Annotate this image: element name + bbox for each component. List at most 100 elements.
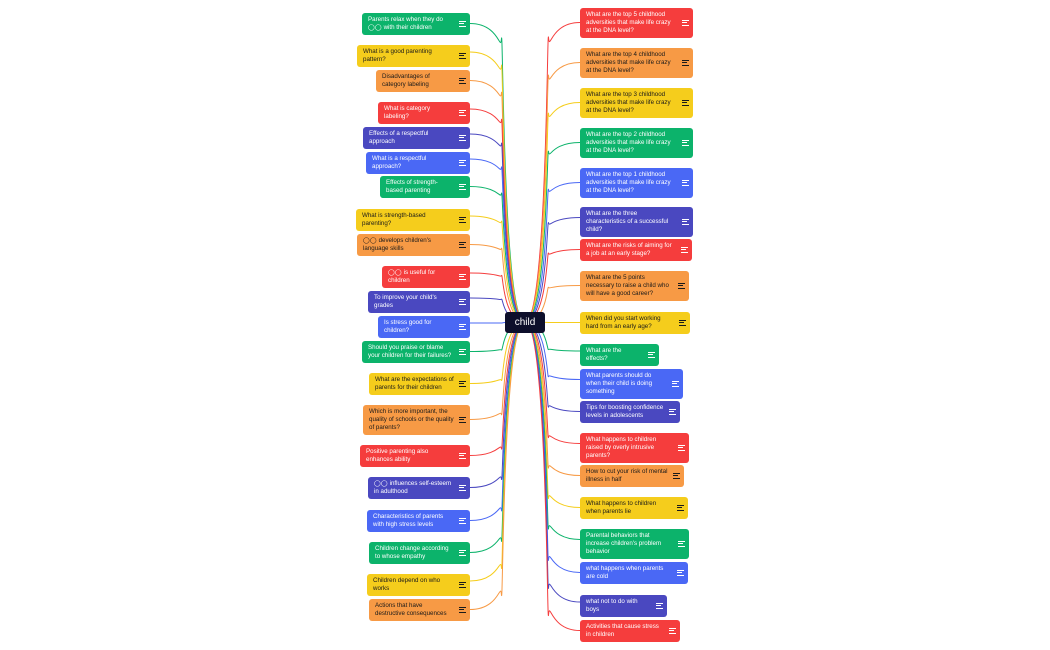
- note-icon[interactable]: [682, 100, 689, 106]
- note-icon[interactable]: [678, 283, 685, 289]
- topic-tips-for-boosting-confidence-levels-in-a[interactable]: Tips for boosting confidence levels in a…: [580, 401, 680, 423]
- note-icon[interactable]: [648, 352, 655, 358]
- root-topic[interactable]: child: [505, 312, 545, 333]
- topic-what-are-the-5-points-necessary-to-raise[interactable]: What are the 5 points necessary to raise…: [580, 271, 689, 301]
- topic-what-are-the-expectations-of-parents-for[interactable]: What are the expectations of parents for…: [369, 373, 470, 395]
- note-icon[interactable]: [679, 320, 686, 326]
- topic-develops-children-s-language-skills[interactable]: ◯◯ develops children's language skills: [357, 234, 470, 256]
- note-icon[interactable]: [673, 473, 680, 479]
- note-icon[interactable]: [656, 603, 663, 609]
- note-icon[interactable]: [678, 445, 685, 451]
- right-connector-5: [524, 182, 581, 323]
- topic-label: Is stress good for children?: [384, 319, 432, 334]
- topic-what-are-the-top-5-childhood-adversities[interactable]: What are the top 5 childhood adversities…: [580, 8, 693, 38]
- topic-is-useful-for-children[interactable]: ◯◯ is useful for children: [382, 266, 470, 288]
- note-icon[interactable]: [459, 184, 466, 190]
- note-icon[interactable]: [459, 485, 466, 491]
- topic-what-is-a-respectful-approach[interactable]: What is a respectful approach?: [366, 152, 470, 174]
- topic-label: Actions that have destructive consequenc…: [375, 602, 447, 617]
- topic-actions-that-have-destructive-consequenc[interactable]: Actions that have destructive consequenc…: [369, 599, 470, 621]
- topic-what-are-the-three-characteristics-of-a-[interactable]: What are the three characteristics of a …: [580, 207, 693, 237]
- topic-what-happens-to-children-when-parents-li[interactable]: What happens to children when parents li…: [580, 497, 688, 519]
- note-icon[interactable]: [459, 217, 466, 223]
- note-icon[interactable]: [459, 21, 466, 27]
- note-icon[interactable]: [677, 505, 684, 511]
- topic-activities-that-cause-stress-in-children[interactable]: Activities that cause stress in children: [580, 620, 680, 642]
- note-icon[interactable]: [459, 135, 466, 141]
- note-icon[interactable]: [459, 78, 466, 84]
- note-icon[interactable]: [459, 242, 466, 248]
- topic-should-you-praise-or-blame-your-children[interactable]: Should you praise or blame your children…: [362, 341, 470, 363]
- note-icon[interactable]: [459, 274, 466, 280]
- topic-children-depend-on-who-works[interactable]: Children depend on who works: [367, 574, 470, 596]
- topic-children-change-according-to-whose-empat[interactable]: Children change according to whose empat…: [369, 542, 470, 564]
- topic-label: what happens when parents are cold: [586, 565, 664, 580]
- note-icon[interactable]: [682, 140, 689, 146]
- right-connector-2: [524, 62, 581, 323]
- topic-what-is-a-good-parenting-pattern[interactable]: What is a good parenting pattern?: [357, 45, 470, 67]
- topic-what-happens-to-children-raised-by-overl[interactable]: What happens to children raised by overl…: [580, 433, 689, 463]
- note-icon[interactable]: [459, 324, 466, 330]
- note-icon[interactable]: [682, 60, 689, 66]
- topic-what-is-strength-based-parenting[interactable]: What is strength-based parenting?: [356, 209, 470, 231]
- topic-what-are-the-top-2-childhood-adversities[interactable]: What are the top 2 childhood adversities…: [580, 128, 693, 158]
- topic-label: When did you start working hard from an …: [586, 315, 661, 330]
- topic-label: What are the top 4 childhood adversities…: [586, 51, 671, 74]
- topic-which-is-more-important-the-quality-of-s[interactable]: Which is more important, the quality of …: [363, 405, 470, 435]
- topic-when-did-you-start-working-hard-from-an-[interactable]: When did you start working hard from an …: [580, 312, 690, 334]
- note-icon[interactable]: [459, 453, 466, 459]
- note-icon[interactable]: [682, 219, 689, 225]
- topic-is-stress-good-for-children[interactable]: Is stress good for children?: [378, 316, 470, 338]
- topic-what-are-the-top-4-childhood-adversities[interactable]: What are the top 4 childhood adversities…: [580, 48, 693, 78]
- topic-disadvantages-of-category-labeling[interactable]: Disadvantages of category labeling: [376, 70, 470, 92]
- topic-what-parents-should-do-when-their-child-[interactable]: What parents should do when their child …: [580, 369, 683, 399]
- note-icon[interactable]: [672, 381, 679, 387]
- note-icon[interactable]: [459, 160, 466, 166]
- topic-what-are-the-top-3-childhood-adversities[interactable]: What are the top 3 childhood adversities…: [580, 88, 693, 118]
- note-icon[interactable]: [677, 570, 684, 576]
- topic-label: Tips for boosting confidence levels in a…: [586, 404, 664, 419]
- note-icon[interactable]: [459, 53, 466, 59]
- note-icon[interactable]: [459, 110, 466, 116]
- topic-what-happens-when-parents-are-cold[interactable]: what happens when parents are cold: [580, 562, 688, 584]
- topic-label: What happens to children when parents li…: [586, 500, 657, 515]
- note-icon[interactable]: [459, 518, 466, 524]
- right-connector-3: [524, 102, 581, 323]
- note-icon[interactable]: [459, 582, 466, 588]
- topic-positive-parenting-also-enhances-ability[interactable]: Positive parenting also enhances ability: [360, 445, 470, 467]
- note-icon[interactable]: [669, 628, 676, 634]
- topic-label: ◯◯ develops children's language skills: [363, 237, 431, 252]
- note-icon[interactable]: [682, 20, 689, 26]
- topic-what-are-the-effects[interactable]: What are the effects?: [580, 344, 659, 366]
- note-icon[interactable]: [459, 299, 466, 305]
- topic-effects-of-a-respectful-approach[interactable]: Effects of a respectful approach: [363, 127, 470, 149]
- note-icon[interactable]: [459, 607, 466, 613]
- note-icon[interactable]: [459, 417, 466, 423]
- topic-what-are-the-risks-of-aiming-for-a-job-a[interactable]: What are the risks of aiming for a job a…: [580, 239, 692, 261]
- topic-parental-behaviors-that-increase-childre[interactable]: Parental behaviors that increase childre…: [580, 529, 689, 559]
- topic-parents-relax-when-they-do-with-their-ch[interactable]: Parents relax when they do ◯◯ with their…: [362, 13, 470, 35]
- topic-label: What is a respectful approach?: [372, 155, 427, 170]
- topic-label: ◯◯ influences self-esteem in adulthood: [374, 480, 452, 495]
- right-connector-14: [524, 321, 581, 476]
- note-icon[interactable]: [459, 381, 466, 387]
- left-connector-4: [469, 108, 526, 323]
- note-icon[interactable]: [678, 541, 685, 547]
- note-icon[interactable]: [681, 247, 688, 253]
- topic-how-to-cut-your-risk-of-mental-illness-i[interactable]: How to cut your risk of mental illness i…: [580, 465, 684, 487]
- note-icon[interactable]: [682, 180, 689, 186]
- note-icon[interactable]: [459, 349, 466, 355]
- right-connector-13: [524, 321, 581, 444]
- note-icon[interactable]: [669, 409, 676, 415]
- left-connector-19: [469, 321, 526, 553]
- topic-effects-of-strength-based-parenting[interactable]: Effects of strength-based parenting: [380, 176, 470, 198]
- topic-what-is-category-labeling[interactable]: What is category labeling?: [378, 102, 470, 124]
- topic-what-not-to-do-with-boys[interactable]: what not to do with boys: [580, 595, 667, 617]
- topic-influences-self-esteem-in-adulthood[interactable]: ◯◯ influences self-esteem in adulthood: [368, 477, 470, 499]
- right-connector-19: [524, 321, 581, 631]
- topic-characteristics-of-parents-with-high-str[interactable]: Characteristics of parents with high str…: [367, 510, 470, 532]
- note-icon[interactable]: [459, 550, 466, 556]
- topic-what-are-the-top-1-childhood-adversities[interactable]: What are the top 1 childhood adversities…: [580, 168, 693, 198]
- right-connector-7: [524, 249, 581, 323]
- topic-to-improve-your-child-s-grades[interactable]: To improve your child's grades: [368, 291, 470, 313]
